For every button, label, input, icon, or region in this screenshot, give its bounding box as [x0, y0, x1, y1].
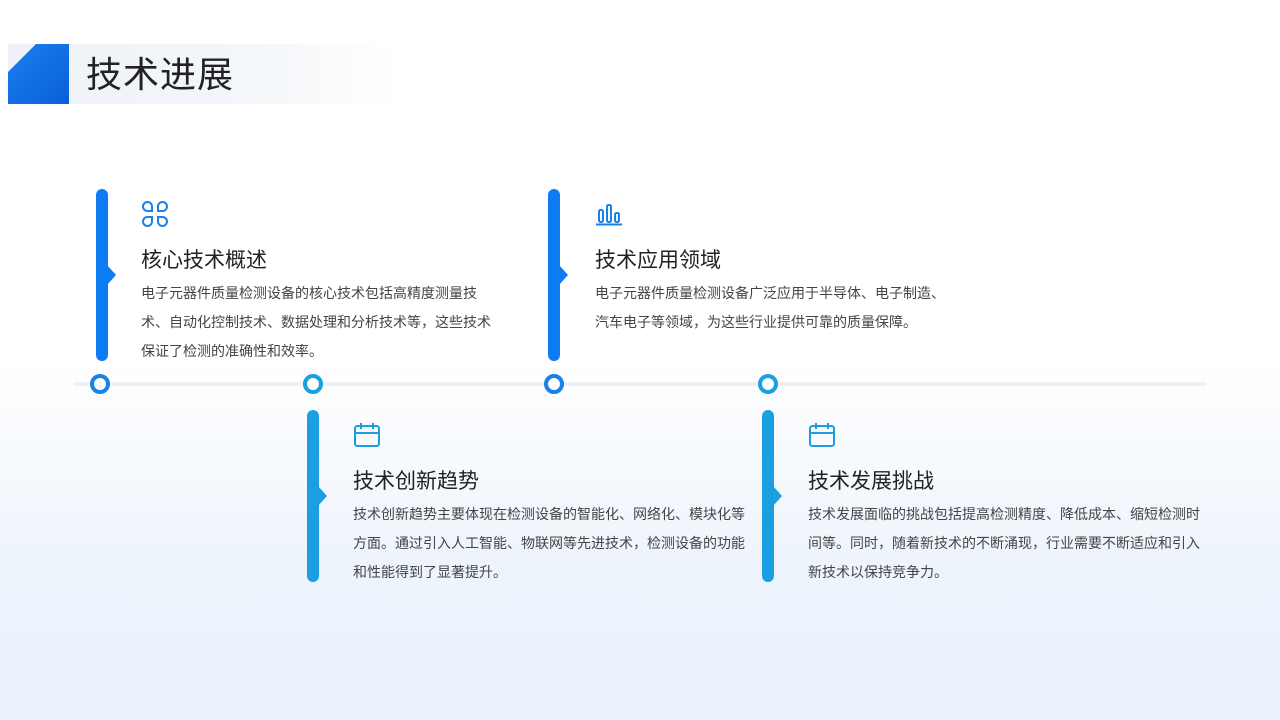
card-applications: 技术应用领域 电子元器件质量检测设备广泛应用于半导体、电子制造、汽车电子等领域，… — [595, 200, 957, 338]
timeline-dot-3 — [544, 374, 564, 394]
card-1-marker-bar — [96, 189, 116, 361]
card-development-challenge: 技术发展挑战 技术发展面临的挑战包括提高检测精度、降低成本、缩短检测时间等。同时… — [808, 421, 1200, 588]
card-3-marker-bar — [307, 410, 327, 582]
card-title: 技术创新趋势 — [353, 469, 479, 493]
card-description: 技术创新趋势主要体现在检测设备的智能化、网络化、模块化等方面。通过引入人工智能、… — [353, 507, 745, 581]
card-description: 电子元器件质量检测设备广泛应用于半导体、电子制造、汽车电子等领域，为这些行业提供… — [595, 286, 945, 331]
title-bar-background — [8, 44, 398, 104]
card-2-marker-bar — [548, 189, 568, 361]
timeline-dot-2 — [303, 374, 323, 394]
calendar-icon — [354, 423, 380, 447]
card-4-marker-bar — [762, 410, 782, 582]
card-title: 技术应用领域 — [595, 248, 721, 272]
timeline-line — [73, 382, 1207, 386]
bar-chart-icon — [596, 204, 622, 226]
timeline-dot-4 — [758, 374, 778, 394]
grid-icon — [142, 201, 168, 227]
card-description: 电子元器件质量检测设备的核心技术包括高精度测量技术、自动化控制技术、数据处理和分… — [141, 286, 491, 360]
timeline-dot-1 — [90, 374, 110, 394]
card-description: 技术发展面临的挑战包括提高检测精度、降低成本、缩短检测时间等。同时，随着新技术的… — [808, 507, 1200, 581]
card-title: 技术发展挑战 — [808, 469, 934, 493]
card-core-tech: 核心技术概述 电子元器件质量检测设备的核心技术包括高精度测量技术、自动化控制技术… — [141, 200, 503, 367]
page-title: 技术进展 — [86, 55, 235, 96]
card-title: 核心技术概述 — [141, 248, 267, 272]
calendar-icon — [809, 423, 835, 447]
card-innovation-trend: 技术创新趋势 技术创新趋势主要体现在检测设备的智能化、网络化、模块化等方面。通过… — [353, 421, 745, 588]
